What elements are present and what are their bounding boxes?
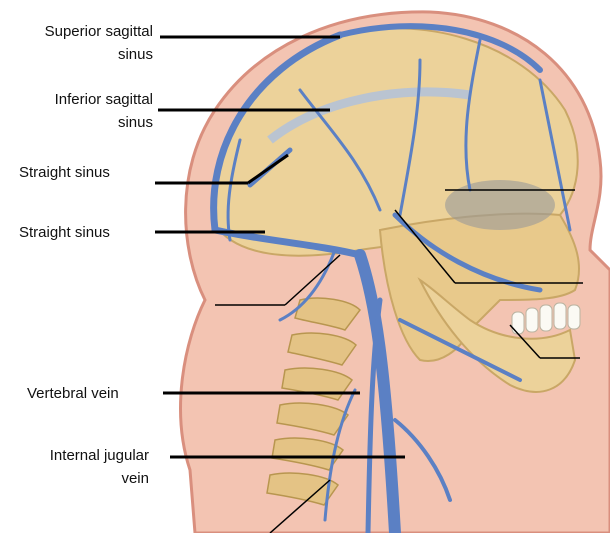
label-vertebral-vein: Vertebral vein — [27, 382, 119, 405]
label-superior-sagittal-sinus: Superior sagittal sinus — [5, 20, 153, 66]
label-internal-jugular-vein: Internal jugular vein — [5, 444, 149, 490]
label-superior-sagittal-line2: sinus — [5, 43, 153, 66]
label-internal-jugular-line2: vein — [5, 467, 149, 490]
orbit — [445, 180, 555, 230]
label-inferior-sagittal-line2: sinus — [5, 111, 153, 134]
label-straight-sinus-1: Straight sinus — [19, 161, 110, 184]
label-straight-sinus-2: Straight sinus — [19, 221, 110, 244]
label-inferior-sagittal-sinus: Inferior sagittal sinus — [5, 88, 153, 134]
label-inferior-sagittal-line1: Inferior sagittal — [5, 88, 153, 111]
label-internal-jugular-line1: Internal jugular — [5, 444, 149, 467]
label-superior-sagittal-line1: Superior sagittal — [5, 20, 153, 43]
